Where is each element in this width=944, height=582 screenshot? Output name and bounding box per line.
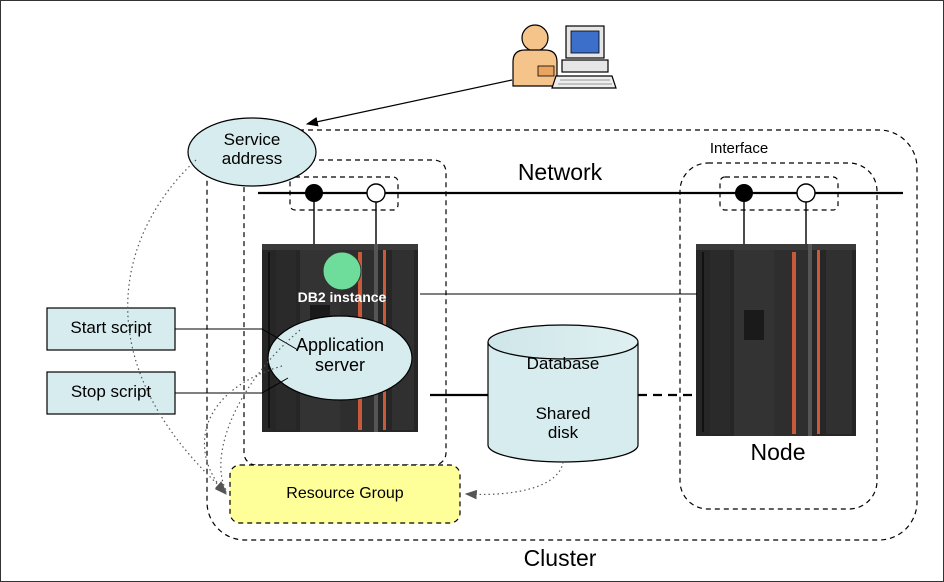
cluster-label: Cluster (523, 545, 597, 571)
shared-disk-to-resource-group-arrow (464, 461, 564, 500)
db2-instance-circle (322, 251, 362, 291)
cluster-boundary (206, 129, 918, 541)
interface-label: Interface (709, 140, 769, 157)
application-server-loop-arrow (220, 329, 301, 491)
left-active-adapter (305, 184, 323, 202)
network-label: Network (517, 159, 603, 185)
shared-disk-label: Shared disk (535, 404, 591, 442)
start-script-label: Start script (70, 318, 152, 337)
user-icon (512, 24, 558, 87)
stop-script-box (46, 371, 176, 415)
right-server (696, 244, 856, 436)
left-standby-adapter (366, 183, 386, 203)
right-node-boundary (679, 162, 878, 510)
service-address-to-resource-group-arrow (127, 159, 227, 493)
user-to-service-address-arrow (305, 79, 513, 127)
stop-script-label: Stop script (70, 382, 152, 401)
application-server-to-resource-group-arrow (203, 365, 283, 495)
application-server-label: Application server (295, 335, 385, 375)
db2-instance-label: DB2 instance (297, 289, 387, 305)
application-server-ellipse (267, 315, 413, 401)
shared-disk-cylinder (487, 324, 639, 463)
database-label: Database (526, 354, 600, 373)
resource-group-box (229, 464, 461, 524)
computer-icon (551, 25, 617, 89)
right-active-adapter (735, 184, 753, 202)
service-address-ellipse (187, 117, 317, 187)
stop-script-connector (175, 377, 289, 394)
resource-group-label: Resource Group (286, 485, 404, 502)
right-standby-adapter (796, 183, 816, 203)
left-interface-box (289, 176, 399, 211)
right-interface-box (719, 176, 839, 211)
node-label: Node (750, 439, 806, 465)
service-address-label: Service address (221, 130, 283, 168)
